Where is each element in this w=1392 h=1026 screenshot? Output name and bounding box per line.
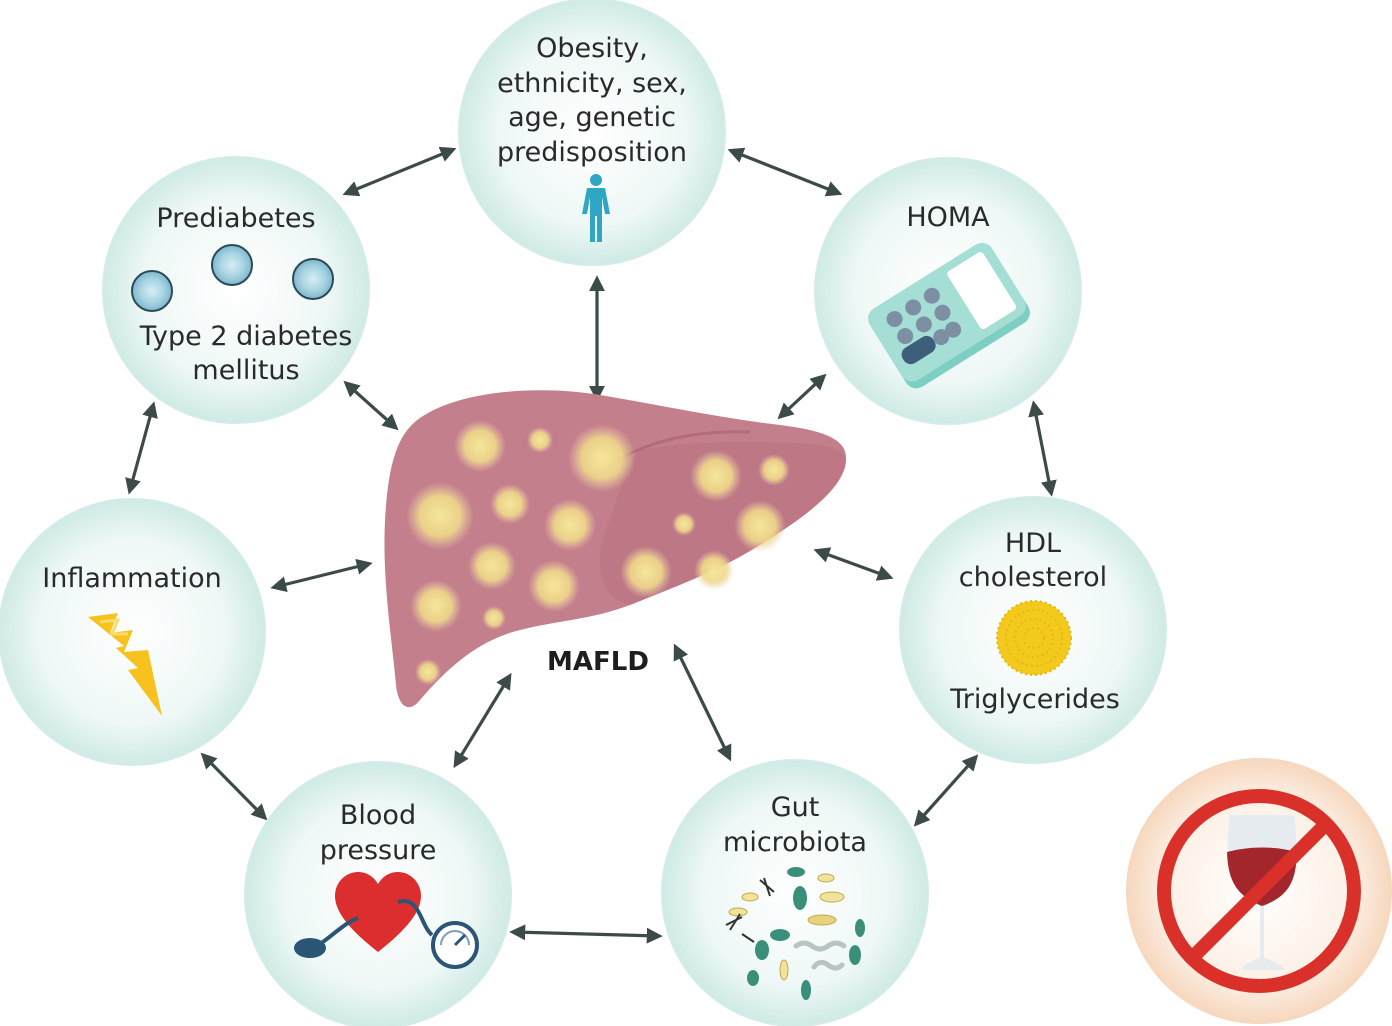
gut-line-1: Gut	[771, 792, 820, 823]
arrow-risk-homa	[727, 147, 843, 197]
diabetes-label-3: mellitus	[192, 355, 299, 386]
arrow-inflam-bp	[200, 752, 268, 821]
arrow-diabetes-inflam	[125, 401, 158, 495]
risk-line-1: Obesity,	[536, 33, 648, 64]
node-circle	[0, 498, 266, 766]
no-alcohol-icon	[1126, 758, 1392, 1024]
arrow-mafld-bp	[453, 672, 512, 769]
node-diabetes: Prediabetes Type 2 diabetes mellitus	[102, 156, 370, 424]
prohibit-ring	[1157, 789, 1361, 993]
lipids-label-3: Triglycerides	[949, 684, 1120, 715]
lightning-icon	[88, 613, 162, 716]
arrow-inflam-mafld	[270, 558, 373, 593]
lipids-label-1: HDL	[1005, 528, 1061, 559]
fat-deposits	[406, 420, 790, 685]
node-gut-microbiota: Gut microbiota	[661, 759, 929, 1026]
bp-line-2: pressure	[320, 835, 437, 866]
cells-icon	[131, 244, 334, 312]
arrow-bp-gut	[509, 924, 663, 944]
node-blood-pressure: Blood pressure	[244, 761, 512, 1026]
homa-label: HOMA	[906, 202, 990, 233]
arrow-diabetes-risk	[342, 146, 457, 197]
node-homa: HOMA	[814, 157, 1082, 425]
center-label: MAFLD	[547, 647, 649, 677]
diabetes-label-2: Type 2 diabetes	[139, 321, 353, 352]
risk-line-2: ethnicity, sex,	[497, 68, 687, 99]
arrow-diabetes-mafld	[343, 380, 399, 431]
arrow-lipids-gut	[913, 754, 979, 827]
arrow-mafld-lipids	[813, 547, 894, 581]
prohibit-slash	[1187, 819, 1331, 963]
inflammation-label: Inflammation	[42, 563, 222, 594]
person-icon	[582, 174, 610, 242]
node-inflammation: Inflammation	[0, 498, 266, 766]
gut-line-2: microbiota	[723, 827, 867, 858]
node-circle	[458, 0, 726, 266]
diabetes-label-1: Prediabetes	[156, 203, 315, 234]
node-circle	[102, 156, 370, 424]
node-risk-factors: Obesity, ethnicity, sex, age, genetic pr…	[458, 0, 726, 266]
node-lipids: HDL cholesterol Triglycerides	[899, 496, 1167, 764]
calculator-icon	[868, 243, 1030, 389]
arrow-homa-mafld	[777, 373, 827, 420]
risk-line-4: predisposition	[497, 137, 687, 168]
liver-illustration	[384, 390, 847, 708]
lipids-label-2: cholesterol	[959, 562, 1107, 593]
connector-arrows	[125, 146, 1057, 944]
bacteria-icon	[725, 867, 865, 1000]
lipid-droplet-icon	[996, 600, 1072, 676]
risk-line-3: age, genetic	[508, 102, 676, 133]
arrow-mafld-gut	[673, 643, 732, 762]
heart-gauge-icon	[294, 872, 479, 969]
arrow-homa-lipids	[1028, 400, 1057, 497]
bp-line-1: Blood	[340, 800, 416, 831]
